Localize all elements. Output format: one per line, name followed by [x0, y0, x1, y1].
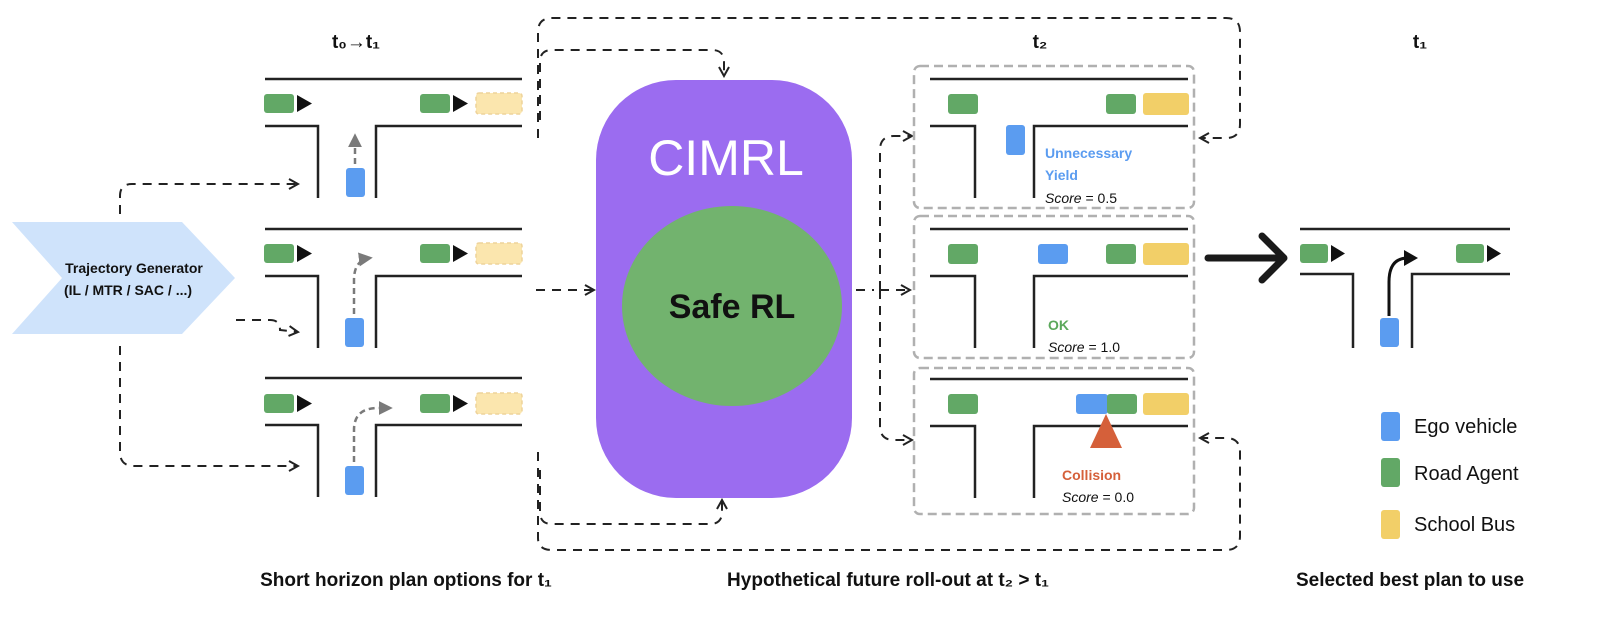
- road-agent-car: [948, 394, 978, 414]
- school-bus-ghost: [475, 242, 523, 265]
- planned-path-right-turn: [352, 401, 393, 462]
- selected-plan: [1300, 227, 1510, 348]
- road-agent-car: [420, 94, 450, 113]
- ego-vehicle: [1380, 318, 1399, 347]
- direction-arrow-icon: [453, 245, 468, 262]
- generator-connectors: [119, 184, 594, 466]
- school-bus: [1143, 93, 1189, 115]
- header-t0-t1: t₀→t₁: [332, 32, 380, 53]
- connector-to-plan-3: [119, 346, 298, 466]
- road-agent-car: [1107, 394, 1137, 414]
- connector-to-rollout-1: [879, 136, 912, 290]
- chosen-path-arrow-icon: [1404, 250, 1418, 266]
- plan-option-1: [264, 77, 523, 198]
- loop-outer-top: [537, 17, 1241, 138]
- safe-rl-core: [622, 206, 842, 406]
- road-agent-car: [948, 94, 978, 114]
- planned-path-left-turn: [352, 252, 373, 314]
- cimrl-model: CIMRL Safe RL: [596, 80, 852, 498]
- caption-selected-plan: Selected best plan to use: [1296, 570, 1524, 591]
- ego-vehicle: [345, 466, 364, 495]
- legend-swatch-ego: [1381, 412, 1400, 441]
- rollout-frame: [912, 214, 1196, 360]
- road-agent-car: [1106, 94, 1136, 114]
- selection-arrow-icon: [1204, 232, 1288, 284]
- road-agent-car: [264, 94, 294, 113]
- collision-warning-icon: [1090, 414, 1122, 448]
- school-bus: [1143, 243, 1189, 265]
- road-agent-car: [264, 244, 294, 263]
- rollout-frame: [912, 366, 1196, 516]
- legend-swatch-bus: [1381, 510, 1400, 539]
- road-agent-car: [1456, 244, 1484, 263]
- road-agent-car: [264, 394, 294, 413]
- road-agent-car: [420, 244, 450, 263]
- header-t1: t₁: [1413, 32, 1427, 53]
- generator-subtitle: (IL / MTR / SAC / ...): [64, 282, 192, 298]
- plan-option-2: [264, 227, 523, 348]
- legend: Ego vehicle Road Agent School Bus: [1381, 412, 1519, 539]
- direction-arrow-icon: [297, 245, 312, 262]
- road-agent-car: [948, 244, 978, 264]
- outcome-label: Collision: [1062, 467, 1121, 483]
- school-bus: [1143, 393, 1189, 415]
- header-t2: t₂: [1033, 32, 1048, 53]
- safe-rl-label: Safe RL: [669, 288, 796, 326]
- legend-swatch-agent: [1381, 458, 1400, 487]
- outcome-label: OK: [1048, 317, 1069, 333]
- feedback-loops: [537, 17, 1241, 551]
- ego-vehicle: [1006, 125, 1025, 155]
- direction-arrow-icon: [297, 95, 312, 112]
- direction-arrow-icon: [453, 95, 468, 112]
- caption-plan-options: Short horizon plan options for t₁: [260, 570, 552, 591]
- legend-label-agent: Road Agent: [1414, 463, 1519, 485]
- outcome-score: Score = 0.0: [1062, 489, 1134, 505]
- rollout-frame: [912, 64, 1196, 210]
- ego-vehicle: [345, 318, 364, 347]
- direction-arrow-icon: [453, 395, 468, 412]
- legend-label-bus: School Bus: [1414, 514, 1515, 536]
- direction-arrow-icon: [297, 395, 312, 412]
- road-agent-car: [1300, 244, 1328, 263]
- generator-title: Trajectory Generator: [65, 260, 203, 276]
- caption-future-rollout: Hypothetical future roll-out at t₂ > t₁: [727, 570, 1049, 591]
- outcome-score: Score = 0.5: [1045, 190, 1117, 206]
- legend-label-ego: Ego vehicle: [1414, 416, 1517, 438]
- ego-vehicle: [1076, 394, 1108, 414]
- connector-to-plan-2: [236, 319, 298, 332]
- road-agent-car: [420, 394, 450, 413]
- rollout-ok: OK Score = 1.0: [912, 214, 1196, 360]
- ego-vehicle: [346, 168, 365, 197]
- cimrl-title: CIMRL: [648, 130, 804, 186]
- school-bus-ghost: [475, 392, 523, 415]
- loop-outer-bottom: [537, 438, 1241, 551]
- school-bus-ghost: [475, 92, 523, 115]
- outcome-label: Yield: [1045, 167, 1078, 183]
- direction-arrow-icon: [1487, 245, 1501, 262]
- direction-arrow-icon: [1331, 245, 1345, 262]
- connector-to-plan-1: [119, 184, 298, 214]
- connector-to-rollout-3: [879, 290, 912, 440]
- ego-vehicle: [1038, 244, 1068, 264]
- rollout-unnecessary-yield: Unnecessary Yield Score = 0.5: [912, 64, 1196, 210]
- plan-option-3: [264, 376, 523, 497]
- road-agent-car: [1106, 244, 1136, 264]
- rollout-connectors: [856, 136, 912, 440]
- outcome-score: Score = 1.0: [1048, 339, 1120, 355]
- outcome-label: Unnecessary: [1045, 145, 1132, 161]
- rollout-collision: Collision Score = 0.0: [912, 366, 1196, 516]
- trajectory-generator: Trajectory Generator (IL / MTR / SAC / .…: [12, 222, 235, 334]
